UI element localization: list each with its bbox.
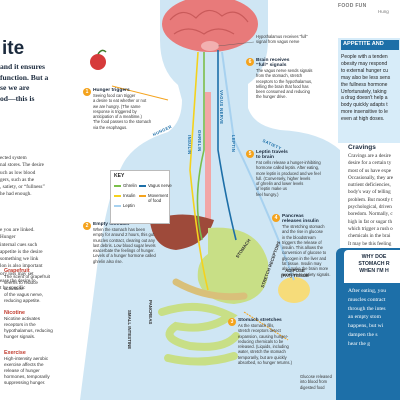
- step-2-annotation: Empty stomach When the stomach has been …: [93, 222, 161, 264]
- step-heading: Hunger triggers: [93, 88, 130, 93]
- body-paragraph-1: ected system nal stores. The desire uch …: [0, 155, 45, 198]
- apple-leaf: [97, 49, 107, 55]
- ghrelin-swatch: [114, 184, 121, 187]
- cravings-heading: Cravings: [348, 144, 376, 151]
- step-text: As the stomach fills, stretch receptors …: [238, 323, 292, 366]
- sidebar-nicotine: Nicotine Nicotine activates receptors in…: [4, 310, 56, 340]
- key-label: Movement of food: [148, 193, 169, 203]
- sidebar-heading: Nicotine: [4, 310, 25, 316]
- step-text: Fat cells release a hunger-inhibiting ho…: [256, 160, 321, 197]
- insulin-label: INSULIN: [187, 135, 192, 155]
- insulin-line: [189, 51, 209, 291]
- digestive-body-diagram: [80, 0, 340, 400]
- step-heading: Stomach stretches: [238, 318, 282, 323]
- food-arrow-swatch: [139, 195, 146, 197]
- key-item-food: Movement of food: [139, 193, 168, 203]
- adipose-label: ADIPOSE (FAT) TISSUE: [281, 268, 309, 279]
- sidebar-exercise: Exercise High-intensity aerobic exercise…: [4, 350, 56, 386]
- key-item-ghrelin: Ghrelin: [114, 183, 137, 188]
- pancreas-label: PANCREAS: [148, 300, 153, 325]
- glucose-arrow: [243, 311, 289, 341]
- key-item-leptin: Leptin: [114, 203, 135, 208]
- step-5-badge: 5: [246, 150, 254, 158]
- step-4-badge: 4: [272, 214, 280, 222]
- insulin-swatch: [114, 194, 121, 197]
- key-label: Vagus nerve: [148, 183, 172, 188]
- ghrelin-line: [196, 52, 205, 241]
- step-6-badge: 6: [246, 58, 254, 66]
- key-label: Leptin: [123, 203, 135, 208]
- appetite-box-heading: APPETITE AND: [341, 40, 399, 50]
- step-text: The vagus nerve sends signals from the s…: [256, 68, 313, 100]
- cravings-text: Cravings are a desire desire for a certa…: [348, 153, 394, 254]
- running-subhead: Hung: [378, 9, 389, 14]
- step-3-badge: 3: [228, 318, 236, 326]
- sidebar-text: The scent of grapefruit seems to reduce …: [4, 274, 50, 303]
- body-paragraph-2: e you are linked. Hunger internal cues s…: [0, 227, 43, 292]
- step-heading: Brain receives “full” signals: [256, 58, 290, 68]
- small-intestine: [158, 302, 240, 366]
- pancreas: [172, 278, 248, 301]
- leptin-label: LEPTIN: [231, 135, 236, 153]
- apple-icon: [90, 54, 106, 70]
- step-heading: Leptin travels to brain: [256, 150, 288, 160]
- step-6-annotation: Brain receives “full” signals The vagus …: [256, 58, 328, 100]
- key-label: Ghrelin: [123, 183, 137, 188]
- step-text: Seeing food can trigger a desire to eat …: [93, 93, 152, 130]
- key-item-vagus: Vagus nerve: [139, 183, 172, 188]
- intro-text: and it ensures function. But a se we are…: [0, 62, 49, 103]
- sidebar-text: Nicotine activates receptors in the hypo…: [4, 316, 53, 339]
- sidebar-heading: Exercise: [4, 350, 26, 356]
- appetite-box: [338, 38, 400, 143]
- key-label: Insulin: [123, 193, 136, 198]
- adipose-tissue: [278, 277, 310, 303]
- why-heading-bg: [344, 250, 400, 283]
- ghrelin-label: GHRELIN: [197, 130, 202, 152]
- why-heading: WHY DOE STOMACH R WHEN I'M H: [358, 254, 390, 274]
- step-3-annotation: Stomach stretches As the stomach fills, …: [238, 318, 302, 365]
- hypothalamus-label: Hypothalamus receives “full” signal from…: [256, 34, 308, 45]
- step-heading: Empty stomach: [93, 222, 130, 227]
- step-1-badge: 1: [83, 88, 91, 96]
- vagus-nerve-line: [217, 50, 237, 241]
- page-title: ite: [2, 38, 25, 59]
- vagus-nerve-label: VAGUS NERVE: [219, 90, 224, 125]
- step-heading: Pancreas releases insulin: [282, 214, 319, 224]
- hypothalamus-pointer: [217, 41, 255, 47]
- stomach: [197, 227, 269, 304]
- sidebar-grapefruit: Grapefruit The scent of grapefruit seems…: [4, 268, 56, 304]
- diagram-key: KEY Ghrelin Insulin Leptin Vagus nerve M…: [110, 170, 172, 224]
- key-item-insulin: Insulin: [114, 193, 135, 198]
- step-text: When the stomach has been empty for arou…: [93, 227, 156, 264]
- sidebar-text: High-intensity aerobic exercise affects …: [4, 356, 50, 385]
- vagus-swatch: [139, 184, 146, 187]
- step-1-annotation: Hunger triggers Seeing food can trigger …: [93, 88, 159, 130]
- brain-folds: [169, 9, 249, 35]
- step-text: The stretching stomach and the rise in g…: [282, 224, 331, 277]
- running-head: FOOD FUN: [338, 3, 367, 9]
- sidebar-heading: Grapefruit: [4, 268, 30, 274]
- glucose-label: Glucose released into blood from digeste…: [300, 374, 332, 390]
- step-4-annotation: Pancreas releases insulin The stretching…: [282, 214, 336, 277]
- leptin-line: [221, 51, 295, 281]
- hypothalamus: [201, 41, 219, 51]
- why-text: After eating, you muscles contract throu…: [348, 288, 387, 347]
- food-movement-arrow: [111, 85, 169, 101]
- key-heading: KEY: [114, 173, 125, 179]
- small-intestine-label: SMALL INTESTINE: [127, 310, 132, 350]
- leptin-swatch: [114, 204, 121, 207]
- step-5-annotation: Leptin travels to brain Fat cells releas…: [256, 150, 334, 197]
- appetite-box-text: People with a tenden obesity may respond…: [341, 54, 391, 123]
- step-2-badge: 2: [83, 222, 91, 230]
